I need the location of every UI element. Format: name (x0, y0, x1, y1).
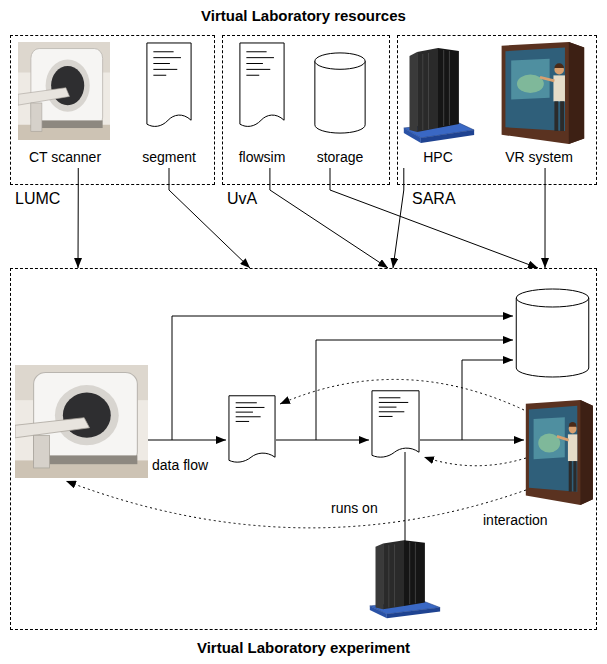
resource-item: segment (126, 38, 212, 168)
resource-arrow (169, 168, 250, 268)
runs-on-line (405, 452, 406, 541)
resource-group: UvAflowsimstorage (222, 35, 390, 185)
data-flow-arrow (316, 340, 513, 440)
group-heading: SARA (412, 190, 456, 207)
document-icon (229, 396, 275, 462)
diagram-title: Virtual Laboratory resources (0, 7, 607, 24)
resource-item: CT scanner (14, 38, 116, 168)
document-icon (372, 391, 419, 457)
interaction-arrow (424, 457, 526, 466)
data-flow-arrow (276, 440, 369, 441)
resource-item: storage (300, 38, 380, 168)
resource-item: flowsim (226, 38, 298, 168)
resource-arrow (330, 168, 538, 268)
resource-arrow (270, 168, 388, 268)
interaction-arrow (66, 481, 526, 528)
interaction-arrow (280, 379, 524, 410)
document-icon (147, 43, 191, 126)
item-label: HPC (423, 149, 453, 166)
vr-system-picture (526, 400, 593, 505)
group-heading: UvA (227, 190, 257, 207)
group-heading: LUMC (15, 190, 60, 207)
data-flow-arrow (172, 316, 513, 440)
experiment-group: Virtual Laboratory experiment (10, 268, 597, 630)
item-label: storage (317, 149, 364, 166)
data-flow-arrow (462, 360, 513, 440)
resource-group: SARAHPCVR system (397, 35, 597, 185)
flow-label: data flow (151, 457, 209, 474)
resource-arrow (78, 168, 79, 268)
resource-group: LUMCCT scannersegment (10, 35, 215, 185)
data-flow-arrow (420, 440, 524, 441)
item-label: CT scanner (29, 149, 101, 166)
ct-scanner-picture (18, 42, 110, 140)
ct-scanner-picture (15, 365, 148, 478)
resource-item: VR system (484, 38, 594, 168)
data-flow-arrow (148, 440, 226, 441)
flow-label: interaction (482, 512, 549, 529)
resource-arrow (545, 168, 546, 268)
flow-label: runs on (330, 500, 379, 517)
document-icon (240, 43, 284, 126)
item-label: flowsim (239, 149, 286, 166)
item-label: VR system (505, 149, 573, 166)
item-label: segment (142, 149, 196, 166)
resource-item: HPC (400, 38, 476, 168)
storage-cylinder (315, 53, 365, 133)
storage-cylinder (516, 289, 589, 377)
group-caption: Virtual Laboratory experiment (11, 639, 596, 656)
hpc-picture (404, 48, 474, 143)
vr-system-picture (502, 42, 585, 144)
hpc-picture (370, 540, 440, 618)
resource-arrow (393, 168, 404, 268)
